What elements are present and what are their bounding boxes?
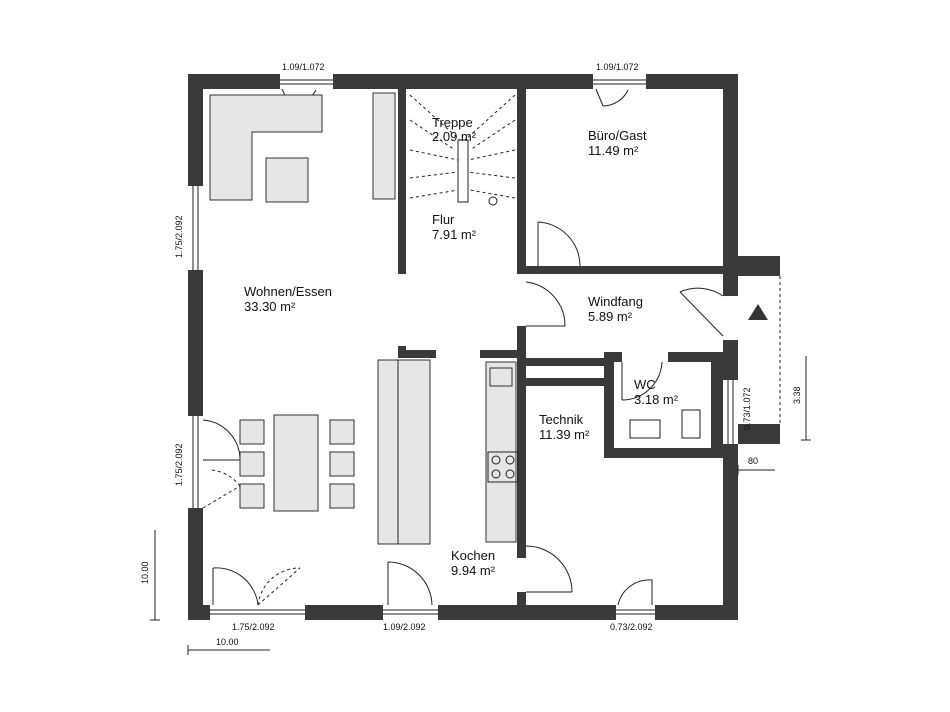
room-windfang-name: Windfang	[588, 294, 643, 309]
room-flur-name: Flur	[432, 212, 455, 227]
room-labels: Wohnen/Essen 33.30 m² Treppe 2.09 m² Bür…	[244, 115, 679, 578]
dimension-width: 10.00	[216, 637, 239, 647]
dimension-height: 10.00	[140, 561, 150, 584]
sofa	[209, 94, 323, 201]
room-buero-name: Büro/Gast	[588, 128, 647, 143]
room-wohnen-name: Wohnen/Essen	[244, 284, 332, 299]
room-wohnen-area: 33.30 m²	[244, 299, 296, 314]
cooktop	[487, 451, 519, 483]
armchair	[265, 157, 309, 203]
chair	[239, 451, 265, 477]
entrance-arrow-icon	[748, 304, 768, 320]
sideboard	[372, 92, 396, 200]
chair	[329, 419, 355, 445]
chair	[329, 451, 355, 477]
opening-top-left: 1.09/1.072	[282, 62, 325, 72]
room-buero-area: 11.49 m²	[588, 143, 639, 158]
room-windfang-area: 5.89 m²	[588, 309, 633, 324]
windows	[192, 79, 734, 615]
opening-left-lower: 1.75/2.092	[174, 443, 184, 486]
room-kochen-name: Kochen	[451, 548, 495, 563]
chair	[329, 483, 355, 509]
wc-basin	[629, 419, 661, 439]
kitchen-island	[377, 359, 431, 545]
chair	[239, 483, 265, 509]
room-treppe-name: Treppe	[432, 115, 473, 130]
opening-labels: 1.09/1.072 1.09/1.072 1.75/2.092 1.75/2.…	[174, 62, 752, 632]
dining-table	[273, 414, 319, 512]
dimension-porch-offset: 80	[748, 456, 758, 466]
room-kochen-area: 9.94 m²	[451, 563, 496, 578]
stair-marker	[488, 196, 498, 206]
room-technik-name: Technik	[539, 412, 584, 427]
room-wc-name: WC	[634, 377, 656, 392]
room-flur-area: 7.91 m²	[432, 227, 477, 242]
dimension-porch-depth: 3.38	[792, 386, 802, 404]
furniture	[209, 92, 781, 545]
toilet	[681, 409, 701, 439]
room-treppe-area: 2.09 m²	[432, 129, 477, 144]
opening-right-small: 0.73/1.072	[742, 387, 752, 430]
opening-left-upper: 1.75/2.092	[174, 215, 184, 258]
opening-bottom-right: 0.73/2.092	[610, 622, 653, 632]
opening-bottom-middle: 1.09/2.092	[383, 622, 426, 632]
opening-bottom-left: 1.75/2.092	[232, 622, 275, 632]
dimension-lines: 10.00 10.00 3.38 80	[140, 356, 811, 655]
room-wc-area: 3.18 m²	[634, 392, 679, 407]
chair	[239, 419, 265, 445]
opening-top-right: 1.09/1.072	[596, 62, 639, 72]
interior-walls	[398, 89, 723, 612]
room-technik-area: 11.39 m²	[539, 427, 590, 442]
outer-walls	[188, 74, 780, 620]
sink	[489, 367, 513, 387]
